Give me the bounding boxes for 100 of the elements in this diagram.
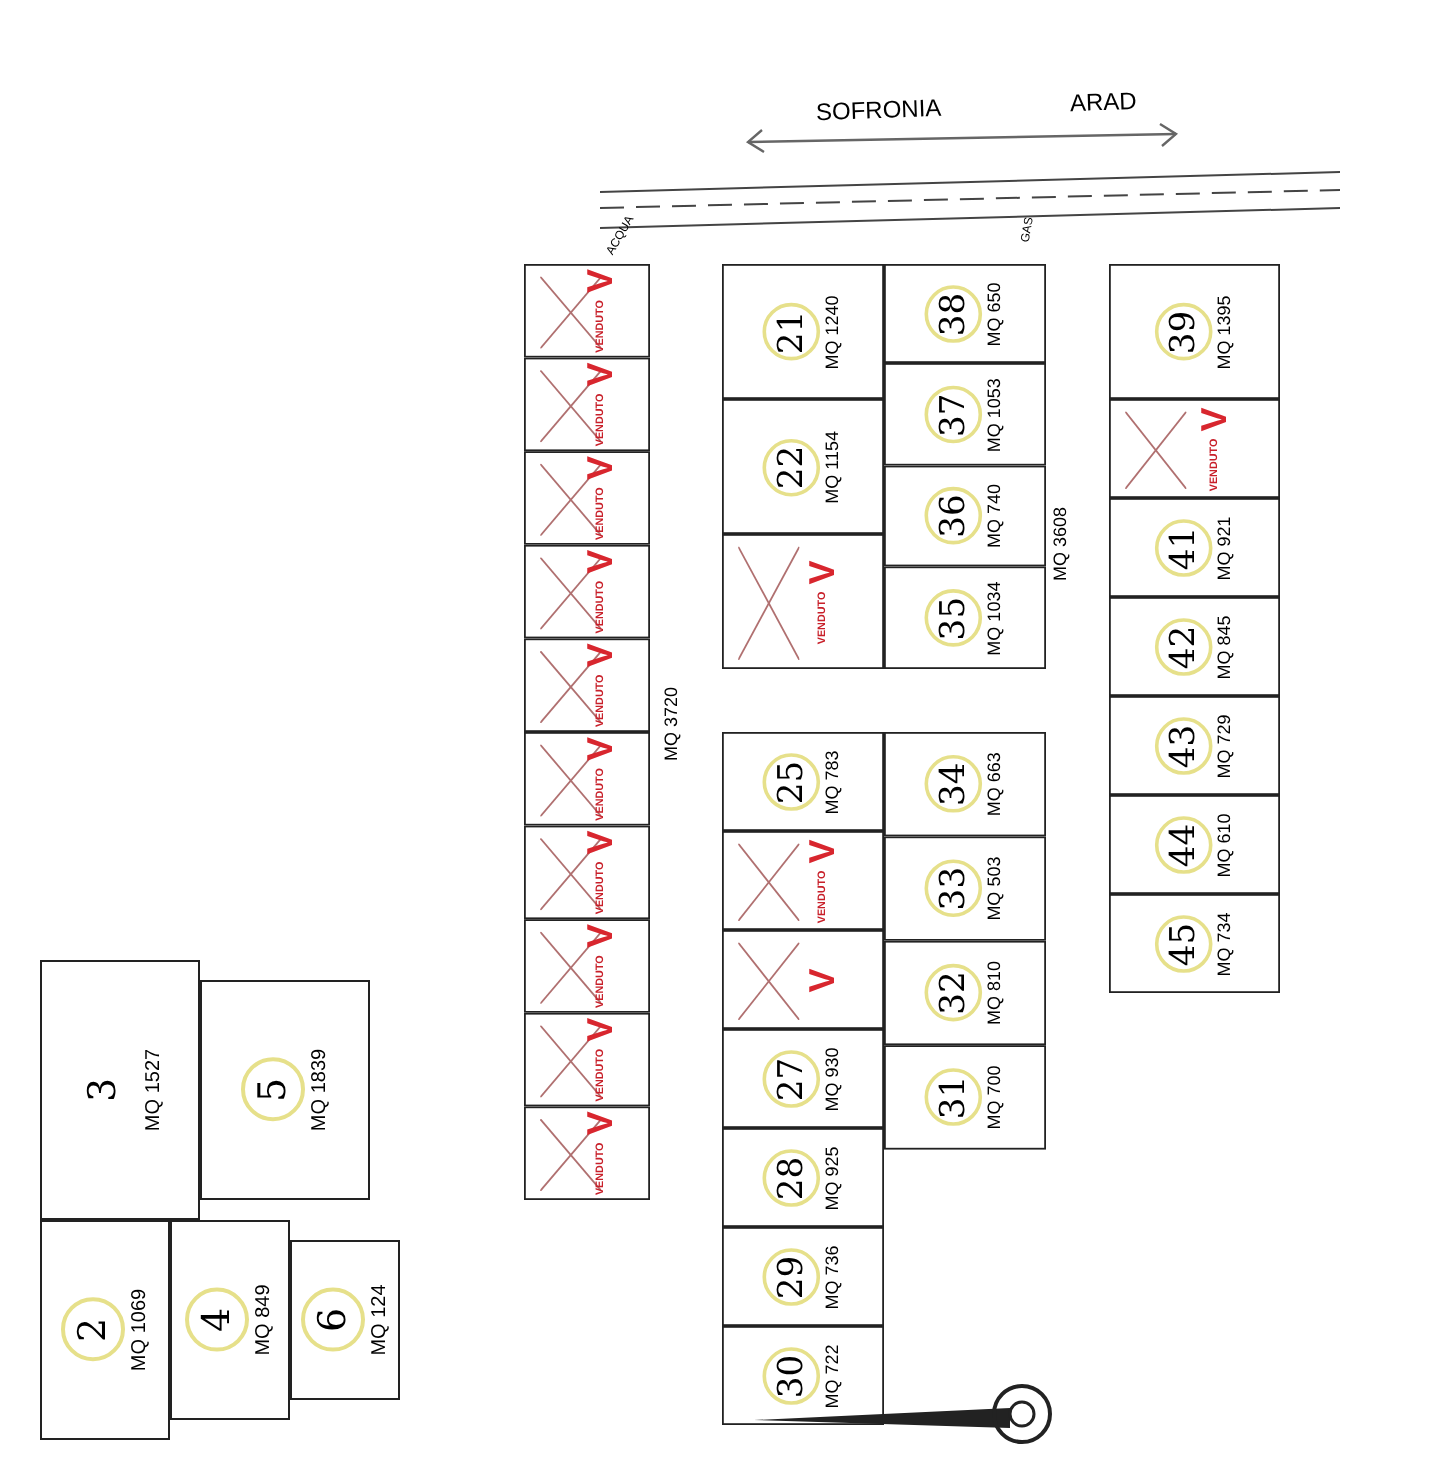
sold-mark: V <box>804 967 840 992</box>
lot-parcel <box>1109 696 1280 795</box>
sold-mark: V <box>804 559 840 584</box>
area-label: MQ 740 <box>985 484 1006 548</box>
area-label: MQ 124 <box>368 1284 390 1356</box>
lot-parcel <box>170 1220 290 1420</box>
area-label: MQ 1527 <box>143 1048 165 1132</box>
lot-number: 43 <box>1154 716 1212 775</box>
area-label: MQ 1839 <box>308 1048 330 1132</box>
sold-mark: V <box>583 549 620 574</box>
lot-number: 44 <box>1154 815 1212 874</box>
lot-parcel <box>40 1220 170 1440</box>
sold-mark: V <box>583 1111 620 1136</box>
area-label: MQ 610 <box>1215 812 1235 877</box>
sold-lot-parcel <box>524 357 650 452</box>
area-label: MQ 930 <box>823 1046 844 1111</box>
lot-number: 38 <box>924 284 983 343</box>
lot-number: 2 <box>60 1298 124 1362</box>
lot-parcel <box>884 732 1046 837</box>
lot-parcel <box>884 363 1046 466</box>
lot-number: 34 <box>924 755 983 813</box>
lot-parcel <box>722 1227 884 1326</box>
sold-lot-parcel <box>722 930 884 1029</box>
lot-number: 5 <box>240 1058 304 1122</box>
sold-lot-parcel <box>524 1012 650 1107</box>
lot-parcel <box>1109 498 1280 597</box>
area-label: MQ 503 <box>985 856 1006 921</box>
area-label: MQ 663 <box>985 752 1006 817</box>
area-label: MQ 722 <box>823 1343 844 1408</box>
lot-number: 22 <box>762 437 821 496</box>
road-area-label: MQ 3720 <box>662 686 683 761</box>
lot-parcel <box>722 1128 884 1227</box>
sold-mark: V <box>583 736 620 761</box>
sold-lot-parcel <box>722 831 884 930</box>
lot-parcel <box>1109 795 1280 894</box>
area-label: MQ 1053 <box>985 377 1006 452</box>
lot-parcel <box>884 566 1046 669</box>
area-label: MQ 810 <box>985 961 1006 1025</box>
lot-number: 36 <box>924 487 983 545</box>
area-label: MQ 736 <box>823 1244 844 1309</box>
sold-mark: V <box>583 268 620 293</box>
lot-parcel <box>884 465 1046 567</box>
lot-parcel <box>722 732 884 831</box>
sold-mark: V <box>804 838 840 863</box>
lot-number: 31 <box>924 1068 983 1127</box>
lot-number: 29 <box>762 1247 821 1306</box>
sold-lot-parcel <box>524 919 650 1013</box>
sold-mark: V <box>583 1017 620 1042</box>
lot-number: 30 <box>762 1346 821 1405</box>
area-label: MQ 1154 <box>823 430 844 503</box>
sold-lot-parcel <box>524 732 650 826</box>
lot-parcel <box>884 836 1046 941</box>
area-label: MQ 1069 <box>128 1288 150 1372</box>
lot-parcel <box>1109 264 1280 399</box>
sold-lot-parcel <box>722 534 884 669</box>
lot-number: 35 <box>924 588 983 647</box>
lot-number: 41 <box>1154 518 1212 577</box>
area-label: MQ 845 <box>1215 614 1235 679</box>
road-name: SOFRONIA <box>815 93 942 127</box>
lot-number: 37 <box>924 385 983 444</box>
lot-number: 25 <box>762 752 821 811</box>
lot-parcel <box>290 1240 400 1400</box>
lot-parcel <box>884 1045 1046 1150</box>
sold-lot-parcel <box>524 1106 650 1200</box>
lot-number: 45 <box>1154 914 1212 973</box>
lot-number: 21 <box>762 302 821 361</box>
lot-parcel <box>1109 894 1280 993</box>
area-label: MQ 729 <box>1215 713 1235 778</box>
area-label: MQ 849 <box>253 1284 275 1356</box>
lot-number: 32 <box>924 964 983 1022</box>
lot-parcel <box>722 399 884 534</box>
lot-number: 28 <box>762 1148 821 1207</box>
road-area-label: MQ 3608 <box>1051 506 1072 581</box>
lot-parcel <box>722 1029 884 1128</box>
lot-number: 3 <box>79 1075 127 1107</box>
sold-lot-parcel <box>1109 399 1280 498</box>
lot-parcel <box>40 960 200 1220</box>
sold-mark: V <box>583 643 620 668</box>
sold-lot-parcel <box>524 638 650 732</box>
sold-lot-parcel <box>524 264 650 358</box>
sold-mark: V <box>583 924 620 949</box>
lot-number: 27 <box>762 1049 821 1108</box>
lot-parcel <box>200 980 370 1200</box>
lot-parcel <box>884 940 1046 1046</box>
area-label: MQ 700 <box>985 1065 1006 1130</box>
sold-mark: V <box>583 456 620 481</box>
sold-mark: V <box>583 830 620 855</box>
area-label: MQ 1395 <box>1215 294 1235 369</box>
area-label: MQ 650 <box>985 281 1006 346</box>
sold-lot-parcel <box>524 451 650 545</box>
lot-number: 4 <box>185 1288 249 1352</box>
lot-number: 39 <box>1154 302 1212 361</box>
sold-lot-parcel <box>524 544 650 639</box>
area-label: MQ 783 <box>823 749 844 814</box>
area-label: MQ 921 <box>1215 515 1235 580</box>
lot-parcel <box>722 264 884 399</box>
sold-mark: V <box>583 362 620 387</box>
area-label: MQ 1240 <box>823 294 844 369</box>
area-label: MQ 925 <box>823 1145 844 1210</box>
road-name: ARAD <box>1069 86 1138 118</box>
